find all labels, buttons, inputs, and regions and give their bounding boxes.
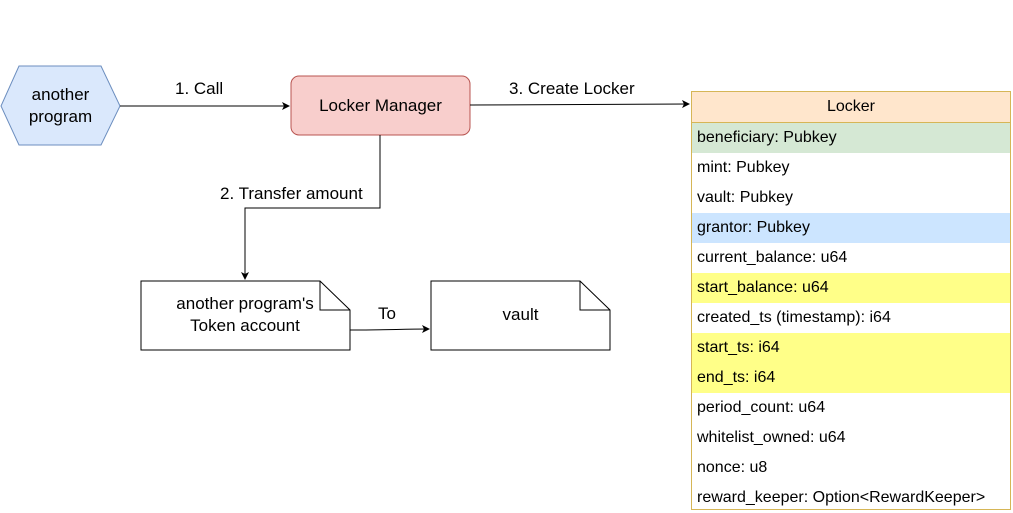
edge-label-transfer: 2. Transfer amount — [220, 184, 363, 203]
locker-field: whitelist_owned: u64 — [697, 429, 846, 446]
locker-field: reward_keeper: Option<RewardKeeper> — [697, 489, 986, 506]
locker-title: Locker — [692, 92, 1010, 123]
locker-field: start_ts: i64 — [692, 333, 1010, 363]
locker-field: created_ts (timestamp): i64 — [697, 309, 891, 326]
vault-node-shape[interactable] — [430, 280, 611, 351]
locker-field: nonce: u8 — [697, 459, 768, 476]
locker-struct[interactable]: Locker beneficiary: Pubkey mint: Pubkey … — [691, 91, 1011, 510]
locker-field: vault: Pubkey — [697, 189, 794, 206]
locker-field: grantor: Pubkey — [692, 213, 1010, 243]
edge-label-create: 3. Create Locker — [509, 79, 635, 98]
locker-field: beneficiary: Pubkey — [692, 123, 1010, 153]
token-account-fold — [319, 281, 350, 311]
locker-field: period_count: u64 — [697, 399, 826, 416]
edge-create-locker — [469, 100, 690, 109]
locker-field: end_ts: i64 — [692, 363, 1010, 393]
token-account-label: another program's Token account — [176, 294, 314, 335]
locker-manager-label: Locker Manager — [319, 95, 442, 115]
locker-field: current_balance: u64 — [697, 249, 848, 266]
edge-label-to: To — [378, 304, 396, 323]
vault-label: vault — [502, 305, 539, 324]
another-program-label: another program — [28, 84, 93, 126]
edge-to — [349, 325, 430, 334]
vault-fold — [579, 281, 610, 311]
locker-field: mint: Pubkey — [697, 159, 790, 176]
another-program-node-shape[interactable] — [0, 65, 121, 146]
edge-label-call: 1. Call — [175, 79, 224, 98]
edge-transfer-amount — [241, 135, 381, 280]
locker-field: start_balance: u64 — [692, 273, 1010, 303]
